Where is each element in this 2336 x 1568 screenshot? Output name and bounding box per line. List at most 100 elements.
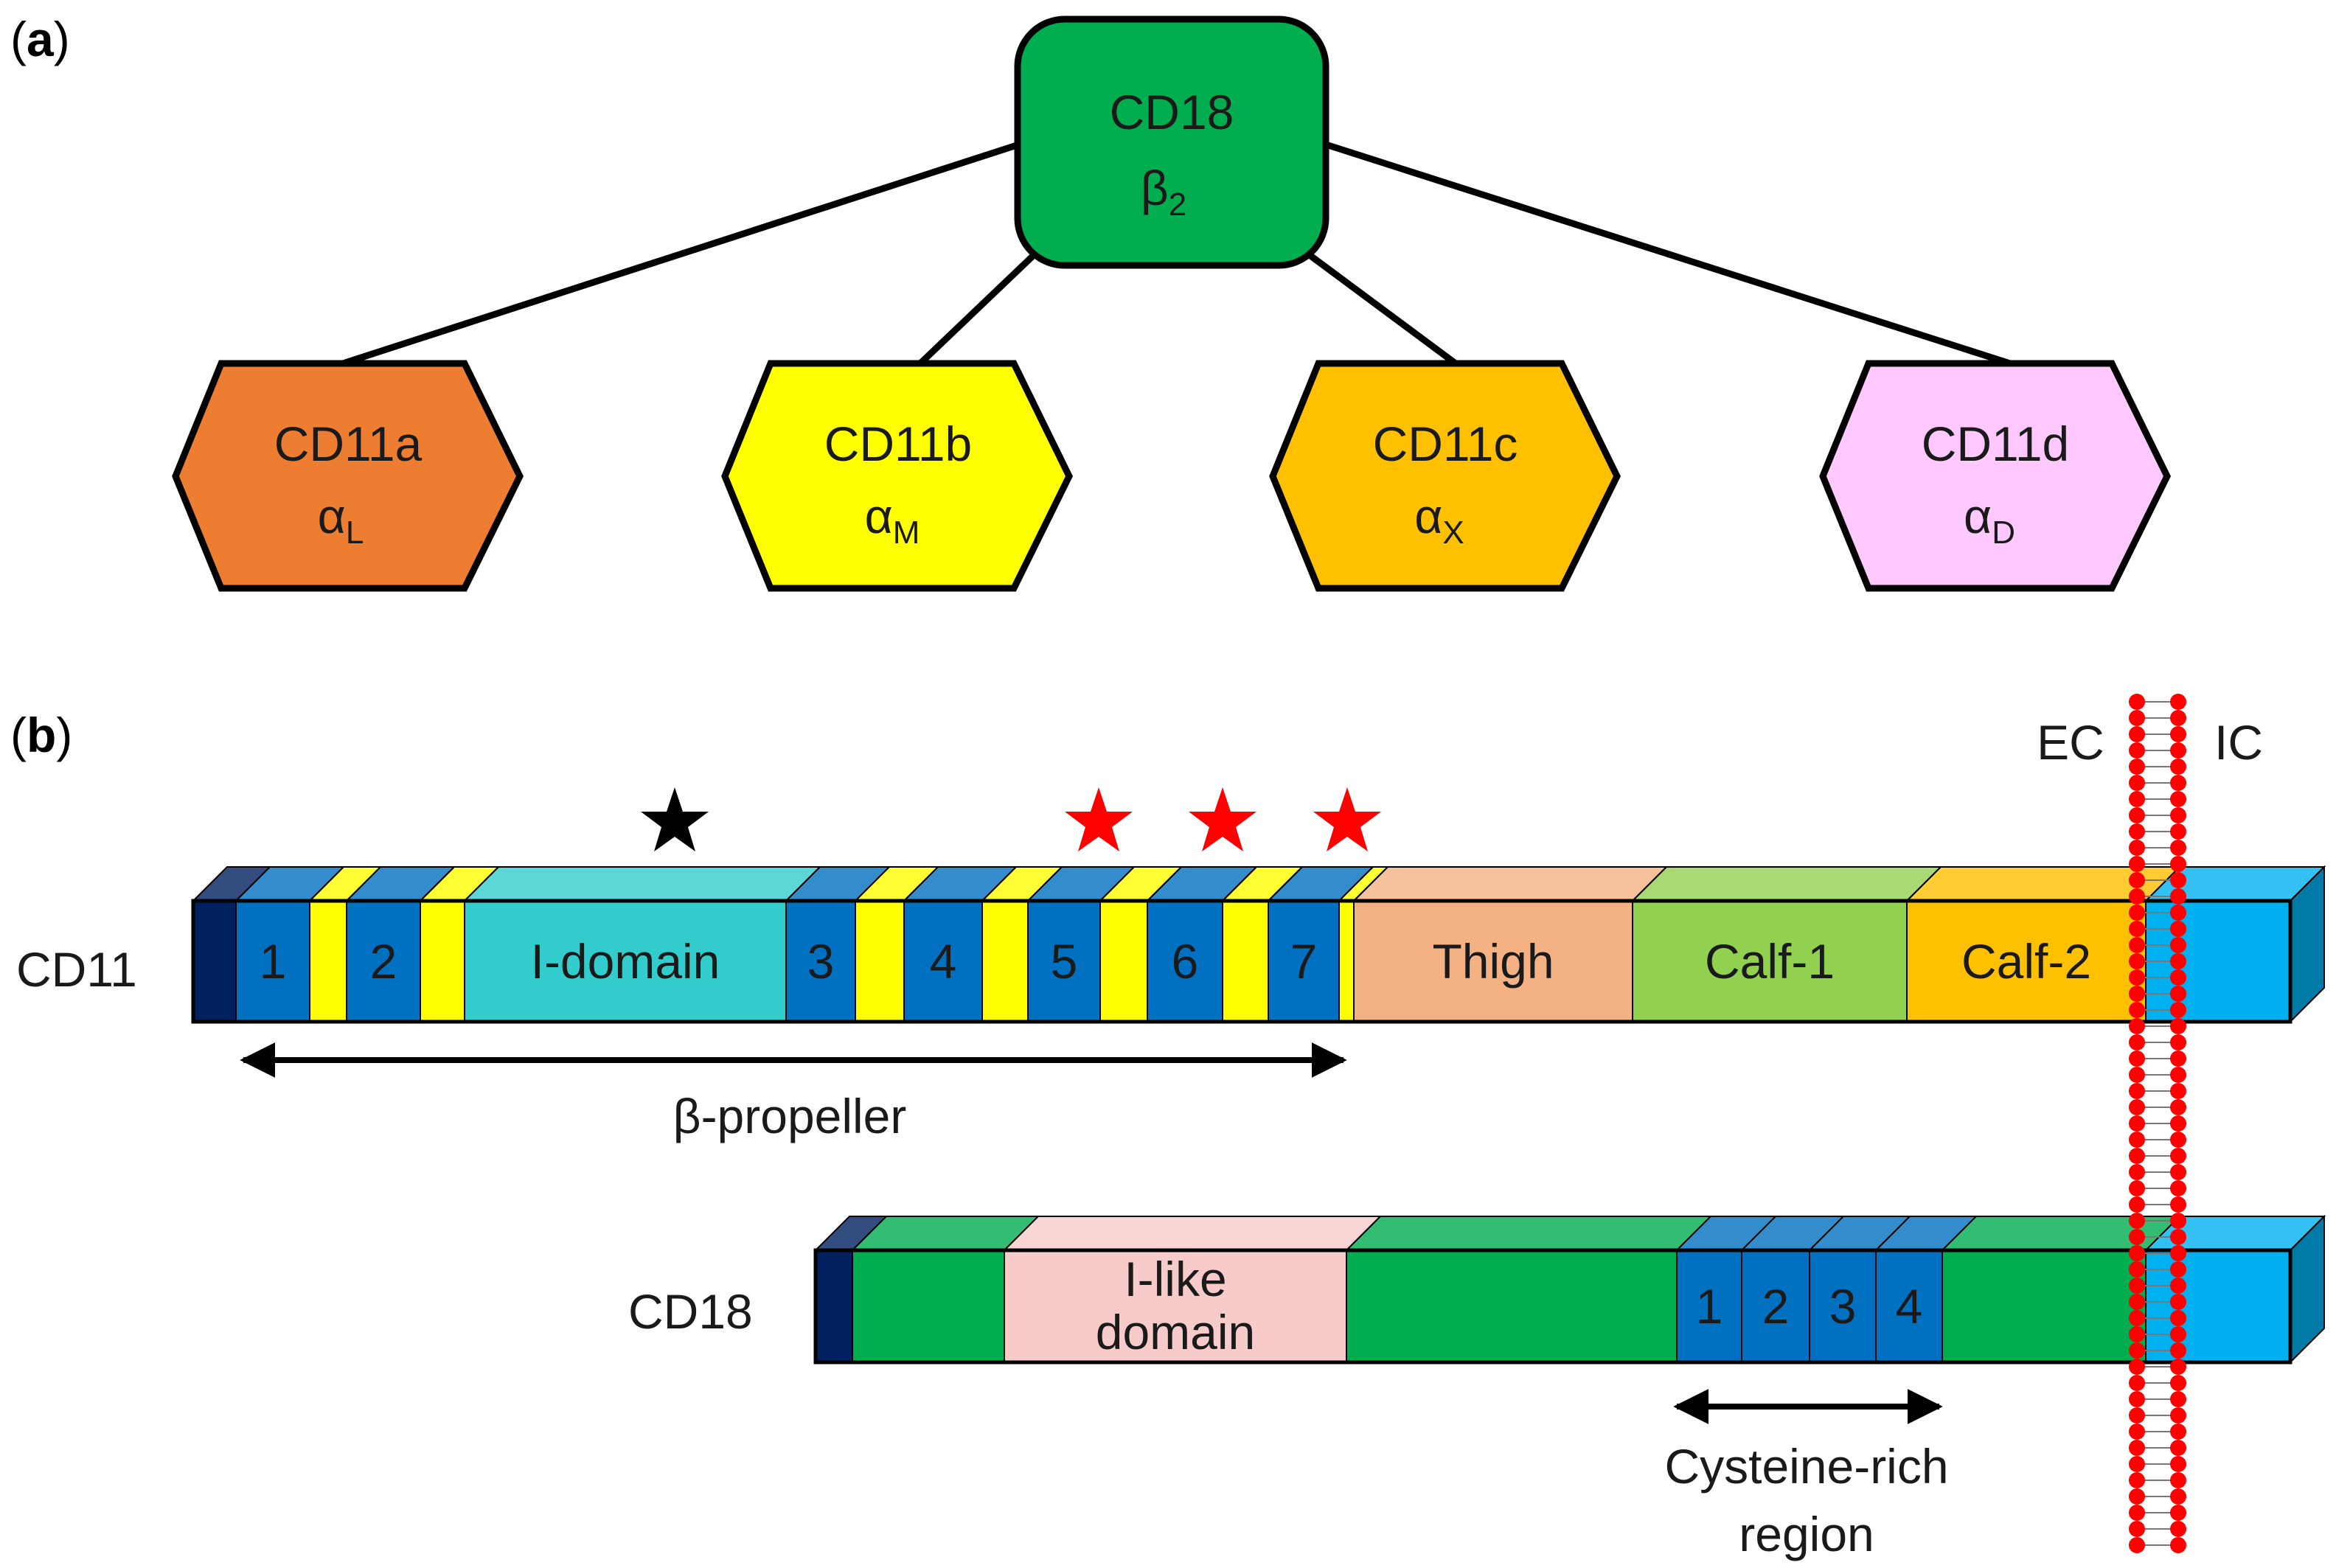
cd11-linker-5 [1098, 866, 1183, 1022]
lipid-head-outer [2129, 1229, 2145, 1245]
hex-cd11b: CD11b αM [721, 360, 1074, 592]
lipid-head-outer [2129, 921, 2145, 937]
cd11-blade-3-label: 3 [807, 934, 835, 989]
cd11-blade-5-label: 5 [1051, 934, 1078, 989]
cd11-linker-3 [853, 866, 940, 1022]
hex-cd11a: CD11a αL [172, 360, 524, 592]
lipid-head-outer [2129, 1326, 2145, 1342]
lipid-head-inner [2170, 710, 2186, 726]
hex-cd11b-name: CD11b [824, 417, 973, 471]
cd11-label: CD11 [16, 942, 137, 997]
lipid-head-outer [2129, 1391, 2145, 1407]
cd18-node-name: CD18 [1110, 85, 1234, 139]
hex-cd11a-shape [172, 360, 524, 592]
cd18-beta2-node: CD18 β2 [1014, 15, 1329, 269]
hex-cd11b-shape [721, 360, 1074, 592]
cd18-repeat-3: 3 [1807, 1216, 1912, 1363]
lipid-head-outer [2129, 1067, 2145, 1083]
hex-cd11a-name: CD11a [274, 417, 423, 471]
lipid-head-inner [2170, 807, 2186, 823]
lipid-head-inner [2170, 969, 2186, 986]
lipid-head-outer [2129, 742, 2145, 759]
cd11-blade-4: 4 [902, 866, 1018, 1022]
lipid-head-outer [2129, 905, 2145, 921]
cd18-i-like-domain-label-1: I-like [1124, 1252, 1226, 1306]
lipid-head-inner [2170, 694, 2186, 710]
lipid-head-inner [2170, 840, 2186, 856]
cd11-n-terminal-cap [191, 866, 272, 1022]
lipid-head-outer [2129, 694, 2145, 710]
lipid-head-inner [2170, 905, 2186, 921]
lipid-head-outer [2129, 1050, 2145, 1067]
lipid-head-inner [2170, 1537, 2186, 1553]
cell-membrane-bilayer [2129, 694, 2186, 1553]
panel-a: (a) CD18 β2 CD11a αL CD11b αM CD11c αX [10, 12, 2172, 592]
cysteine-label-line1: Cysteine-rich [1664, 1439, 1948, 1494]
lipid-head-outer [2129, 726, 2145, 742]
lipid-head-outer [2129, 1018, 2145, 1034]
cd11-i-domain-label: I-domain [531, 934, 720, 989]
lipid-head-outer [2129, 1456, 2145, 1472]
lipid-head-inner [2170, 1067, 2186, 1083]
cd11-thigh-label: Thigh [1432, 934, 1554, 989]
lipid-head-inner [2170, 1424, 2186, 1440]
cd11-linker-1 [307, 866, 383, 1022]
lipid-head-inner [2170, 1359, 2186, 1375]
lipid-head-inner [2170, 1407, 2186, 1424]
lipid-head-outer [2129, 937, 2145, 953]
lipid-head-inner [2170, 888, 2186, 905]
lipid-head-outer [2129, 823, 2145, 840]
red-star-icon-3 [1313, 787, 1381, 851]
lipid-head-outer [2129, 969, 2145, 986]
intracellular-label: IC [2214, 715, 2263, 770]
cd18-node-subunit: β2 [1141, 161, 1186, 223]
lipid-head-inner [2170, 1213, 2186, 1229]
cd18-repeat-1: 1 [1675, 1216, 1778, 1363]
lipid-head-outer [2129, 1196, 2145, 1213]
panel-b-label: (b) [10, 708, 72, 762]
lipid-head-outer [2129, 1278, 2145, 1294]
lipid-head-inner [2170, 953, 2186, 969]
cd18-domain-bar-outline [813, 1248, 2292, 1365]
lipid-head-outer [2129, 1213, 2145, 1229]
connector-cd11d [1324, 141, 2012, 367]
cd11-domain-bar-outline [191, 899, 2292, 1024]
cd18-repeat-2-label: 2 [1762, 1279, 1790, 1334]
lipid-head-inner [2170, 1164, 2186, 1180]
cd11-thigh: Thigh [1352, 866, 1669, 1022]
cd18-repeat-1-label: 1 [1696, 1279, 1723, 1334]
lipid-head-outer [2129, 1245, 2145, 1261]
lipid-head-inner [2170, 1229, 2186, 1245]
extracellular-label: EC [2037, 715, 2104, 770]
lipid-head-inner [2170, 726, 2186, 742]
lipid-head-inner [2170, 1261, 2186, 1278]
connector-cd11c [1307, 252, 1458, 366]
lipid-head-outer [2129, 1164, 2145, 1180]
lipid-head-inner [2170, 1050, 2186, 1067]
cd18-node-box [1014, 15, 1329, 269]
binding-site-stars [641, 787, 1381, 851]
cd18-i-like-domain-label-2: domain [1096, 1305, 1255, 1359]
cd11-i-domain: I-domain [462, 866, 822, 1022]
cd11-calf-2-label: Calf-2 [1961, 934, 2091, 989]
lipid-head-inner [2170, 1018, 2186, 1034]
lipid-head-inner [2170, 1002, 2186, 1018]
cd11-blade-6: 6 [1145, 866, 1259, 1022]
lipid-head-inner [2170, 1310, 2186, 1326]
lipid-head-outer [2129, 953, 2145, 969]
lipid-head-inner [2170, 742, 2186, 759]
lipid-head-inner [2170, 775, 2186, 791]
hex-cd11d-subunit: αD [1964, 489, 2015, 551]
lipid-head-outer [2129, 1148, 2145, 1164]
lipid-head-outer [2129, 1310, 2145, 1326]
hex-cd11d: CD11d αD [1819, 360, 2172, 592]
lipid-head-outer [2129, 1375, 2145, 1391]
lipid-head-inner [2170, 1148, 2186, 1164]
hex-cd11c-subunit: αX [1414, 489, 1464, 551]
lipid-head-inner [2170, 937, 2186, 953]
cd18-label: CD18 [628, 1284, 753, 1339]
lipid-head-inner [2170, 1099, 2186, 1115]
cd11-blade-4-label: 4 [930, 934, 957, 989]
panel-a-label: (a) [10, 12, 70, 66]
